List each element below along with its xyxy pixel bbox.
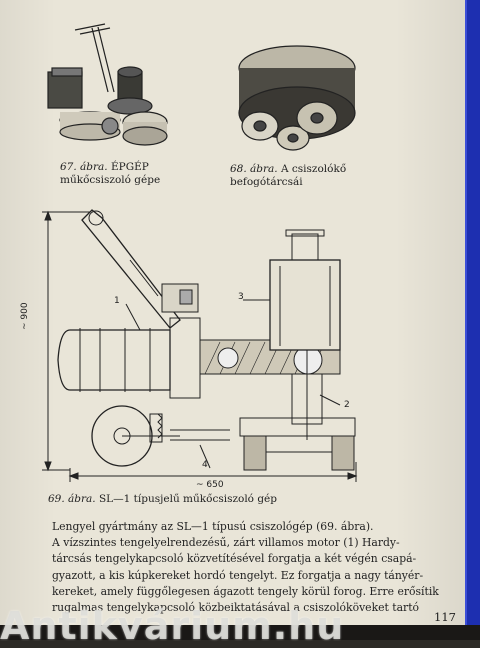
figure-69-height-dimension: ~ 900 (20, 302, 30, 330)
figure-69-part-label-3: 3 (238, 292, 244, 302)
figure-69-title: SL—1 típusjelű műkőcsiszoló gép (98, 493, 277, 505)
figure-68-number: 68. ábra. (230, 163, 278, 175)
watermark-text: Antikvárium.hu (0, 604, 345, 648)
figure-67-illustration (47, 23, 168, 146)
body-line-2: A vízszintes tengelyelrendezésű, zárt vi… (52, 536, 400, 550)
body-line-6: rugalmas tengelykapcsoló közbeiktatásáva… (52, 601, 420, 615)
figure-69-drawing (42, 209, 358, 482)
page-number: 117 (434, 610, 456, 624)
figure-67-caption: 67. ábra. ÉPGÉP műkőcsiszoló gépe (60, 161, 160, 187)
body-paragraph: Lengyel gyártmány az SL—1 típusú csiszol… (52, 519, 457, 616)
body-line-3: tárcsás tengelykapcsoló közvetítésével f… (52, 552, 417, 566)
figure-68-caption: 68. ábra. A csiszolókő befogótárcsái (230, 163, 346, 189)
body-line-1: Lengyel gyártmány az SL—1 típusú csiszol… (52, 520, 374, 533)
figure-69-part-label-2: 2 (344, 400, 350, 410)
figure-67-title: ÉPGÉP (110, 161, 149, 173)
figure-68-subtitle: befogótárcsái (230, 176, 303, 188)
figure-69-part-label-4: 4 (202, 460, 208, 470)
figure-69-width-dimension: ~ 650 (196, 480, 224, 490)
figure-68-title: A csiszolókő (280, 163, 347, 175)
figure-68-illustration (238, 45, 356, 151)
body-line-4: gyazott, a kis kúpkereket hordó tengelyt… (52, 568, 424, 582)
figure-67-number: 67. ábra. (60, 161, 108, 173)
scan-bottom-edge (0, 625, 480, 640)
figure-69-part-label-1: 1 (114, 296, 120, 306)
figure-69-caption: 69. ábra. SL—1 típusjelű műkőcsiszoló gé… (48, 493, 277, 506)
body-line-5: kereket, amely függőlegesen ágazott teng… (52, 584, 439, 598)
book-page: 67. ábra. ÉPGÉP műkőcsiszoló gépe 68. áb… (0, 0, 465, 625)
figure-69-number: 69. ábra. (48, 493, 96, 505)
figure-67-subtitle: műkőcsiszoló gépe (60, 174, 161, 186)
